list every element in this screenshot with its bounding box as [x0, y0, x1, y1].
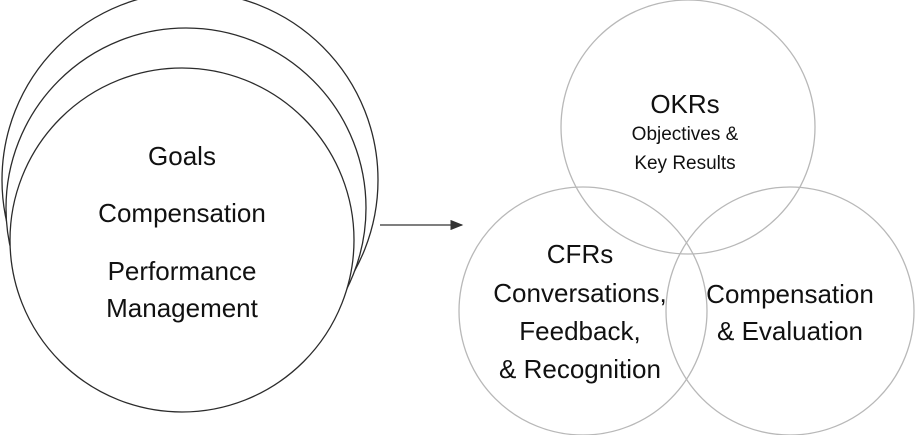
compensation-evaluation-circle — [665, 186, 915, 435]
okrs-title: OKRs — [650, 89, 720, 119]
cfrs-line-feedback: Feedback, — [519, 316, 641, 346]
okrs-subtitle-line-2: Key Results — [634, 153, 736, 174]
okrs-subtitle-line-1: Objectives & — [631, 124, 739, 145]
cfrs-circle — [458, 186, 708, 435]
compensation-label: Compensation — [98, 198, 266, 228]
comp-eval-line-2: & Evaluation — [717, 316, 863, 346]
stack-circle-front — [9, 67, 355, 413]
cfrs-line-conversations: Conversations, — [493, 278, 667, 308]
cfrs-line-recognition: & Recognition — [499, 354, 661, 384]
management-label: Management — [106, 293, 258, 323]
performance-label: Performance — [107, 256, 257, 286]
comp-eval-line-1: Compensation — [706, 279, 874, 309]
cfrs-title: CFRs — [546, 239, 614, 269]
goals-label: Goals — [148, 141, 216, 171]
okrs-circle — [560, 0, 816, 255]
